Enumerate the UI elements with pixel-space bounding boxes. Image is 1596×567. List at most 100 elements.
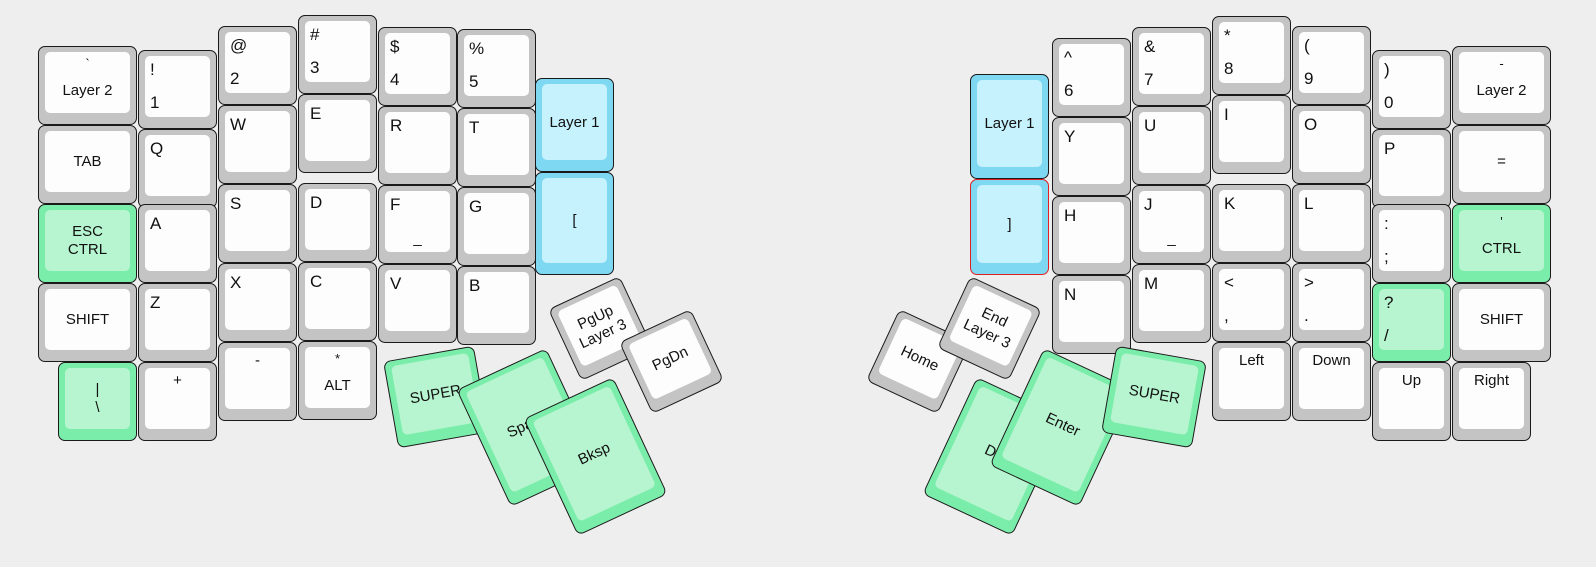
key-cap: Down [1299,348,1364,409]
key-cap: SHIFT [1459,289,1544,350]
key-left[interactable]: Left [1212,342,1291,421]
key-7[interactable]: &7 [1132,27,1211,106]
key-b[interactable]: B [457,266,536,345]
key-legend: G [469,197,483,216]
key-6[interactable]: ^6 [1052,38,1131,117]
key-legend: 6 [1064,81,1074,100]
key-j[interactable]: J_ [1132,185,1211,264]
key-legend: ALT [324,376,351,394]
key-g[interactable]: G [457,187,536,266]
key-legend: U [1144,116,1157,135]
key-l[interactable]: L [1292,184,1371,263]
key-grave-layer2[interactable]: `Layer 2 [38,46,137,125]
key-q[interactable]: Q [138,129,217,208]
key-legend: S [230,194,242,213]
key-legend: P [1384,139,1396,158]
key-shift-left[interactable]: SHIFT [38,283,137,362]
key-0[interactable]: )0 [1372,50,1451,129]
key-o[interactable]: O [1292,105,1371,184]
key-n[interactable]: N [1052,275,1131,354]
key-r[interactable]: R [378,106,457,185]
key-minus-left[interactable]: - [218,342,297,421]
key-d[interactable]: D [298,183,377,262]
key-cap: Up [1379,368,1444,429]
key-t[interactable]: T [457,108,536,187]
key-cap: U [1139,112,1204,173]
key-quote-ctrl[interactable]: 'CTRL [1452,204,1551,283]
key-y[interactable]: Y [1052,117,1131,196]
key-up[interactable]: Up [1372,362,1451,441]
key-semicolon[interactable]: :; [1372,204,1451,283]
key-v[interactable]: V [378,264,457,343]
key-plus[interactable]: + [138,362,217,441]
key-c[interactable]: C [298,262,377,341]
key-i[interactable]: I [1212,95,1291,174]
key-legend: Layer 1 [549,113,600,131]
key-cap: 'CTRL [1459,210,1544,271]
key-legend: : [1384,214,1389,233]
key-legend: E [310,104,322,123]
key-super-right[interactable]: SUPER [1101,345,1207,449]
key-x[interactable]: X [218,263,297,342]
key-legend: _ [1167,230,1176,247]
key-layer1-right[interactable]: Layer 1 [970,74,1049,179]
key-legend: ' [1500,214,1503,229]
key-legend: > [1304,273,1314,292]
key-2[interactable]: @2 [218,26,297,105]
key-cap: X [225,269,290,330]
key-z[interactable]: Z [138,283,217,362]
key-cap: G [464,193,529,254]
key-layer1-left[interactable]: Layer 1 [535,78,614,172]
key-minus-layer2[interactable]: -Layer 2 [1452,46,1551,125]
key-bracket-right[interactable]: ] [970,179,1049,275]
key-legend: TAB [73,153,102,170]
key-legend: Right [1473,372,1510,389]
key-1[interactable]: !1 [138,50,217,129]
key-s[interactable]: S [218,184,297,263]
key-equals[interactable]: = [1452,125,1551,204]
key-comma[interactable]: <, [1212,263,1291,342]
key-e[interactable]: E [298,94,377,173]
key-9[interactable]: (9 [1292,26,1371,105]
key-tab[interactable]: TAB [38,125,137,204]
key-f[interactable]: F_ [378,185,457,264]
key-w[interactable]: W [218,105,297,184]
key-legend: Down [1312,352,1351,369]
key-u[interactable]: U [1132,106,1211,185]
key-shift-right[interactable]: SHIFT [1452,283,1551,362]
key-cap: |\ [65,368,130,429]
key-legend: O [1304,115,1318,134]
key-cap: Layer 1 [977,80,1042,167]
key-legend: J [1144,195,1153,214]
key-cap: W [225,111,290,172]
key-a[interactable]: A [138,204,217,283]
key-3[interactable]: #3 [298,15,377,94]
key-cap: C [305,268,370,329]
key-cap: -Layer 2 [1459,52,1544,113]
key-4[interactable]: $4 [378,27,457,106]
key-k[interactable]: K [1212,184,1291,263]
key-cap: >. [1299,269,1364,330]
key-period[interactable]: >. [1292,263,1371,342]
key-m[interactable]: M [1132,264,1211,343]
key-cap: TAB [45,131,130,192]
key-cap: ^6 [1059,44,1124,105]
key-h[interactable]: H [1052,196,1131,275]
key-bracket-left[interactable]: [ [535,172,614,275]
key-cap: (9 [1299,32,1364,93]
key-legend: ( [1304,36,1310,55]
key-cap: &7 [1139,33,1204,94]
key-right[interactable]: Right [1452,362,1531,441]
key-down[interactable]: Down [1292,342,1371,421]
key-slash[interactable]: ?/ [1372,283,1451,362]
key-5[interactable]: %5 [457,29,536,108]
key-pipe-backslash[interactable]: |\ [58,362,137,441]
key-cap: SUPER [1110,352,1200,436]
key-8[interactable]: *8 [1212,16,1291,95]
key-p[interactable]: P [1372,129,1451,208]
key-alt[interactable]: *ALT [298,341,377,420]
key-legend: < [1224,273,1234,292]
